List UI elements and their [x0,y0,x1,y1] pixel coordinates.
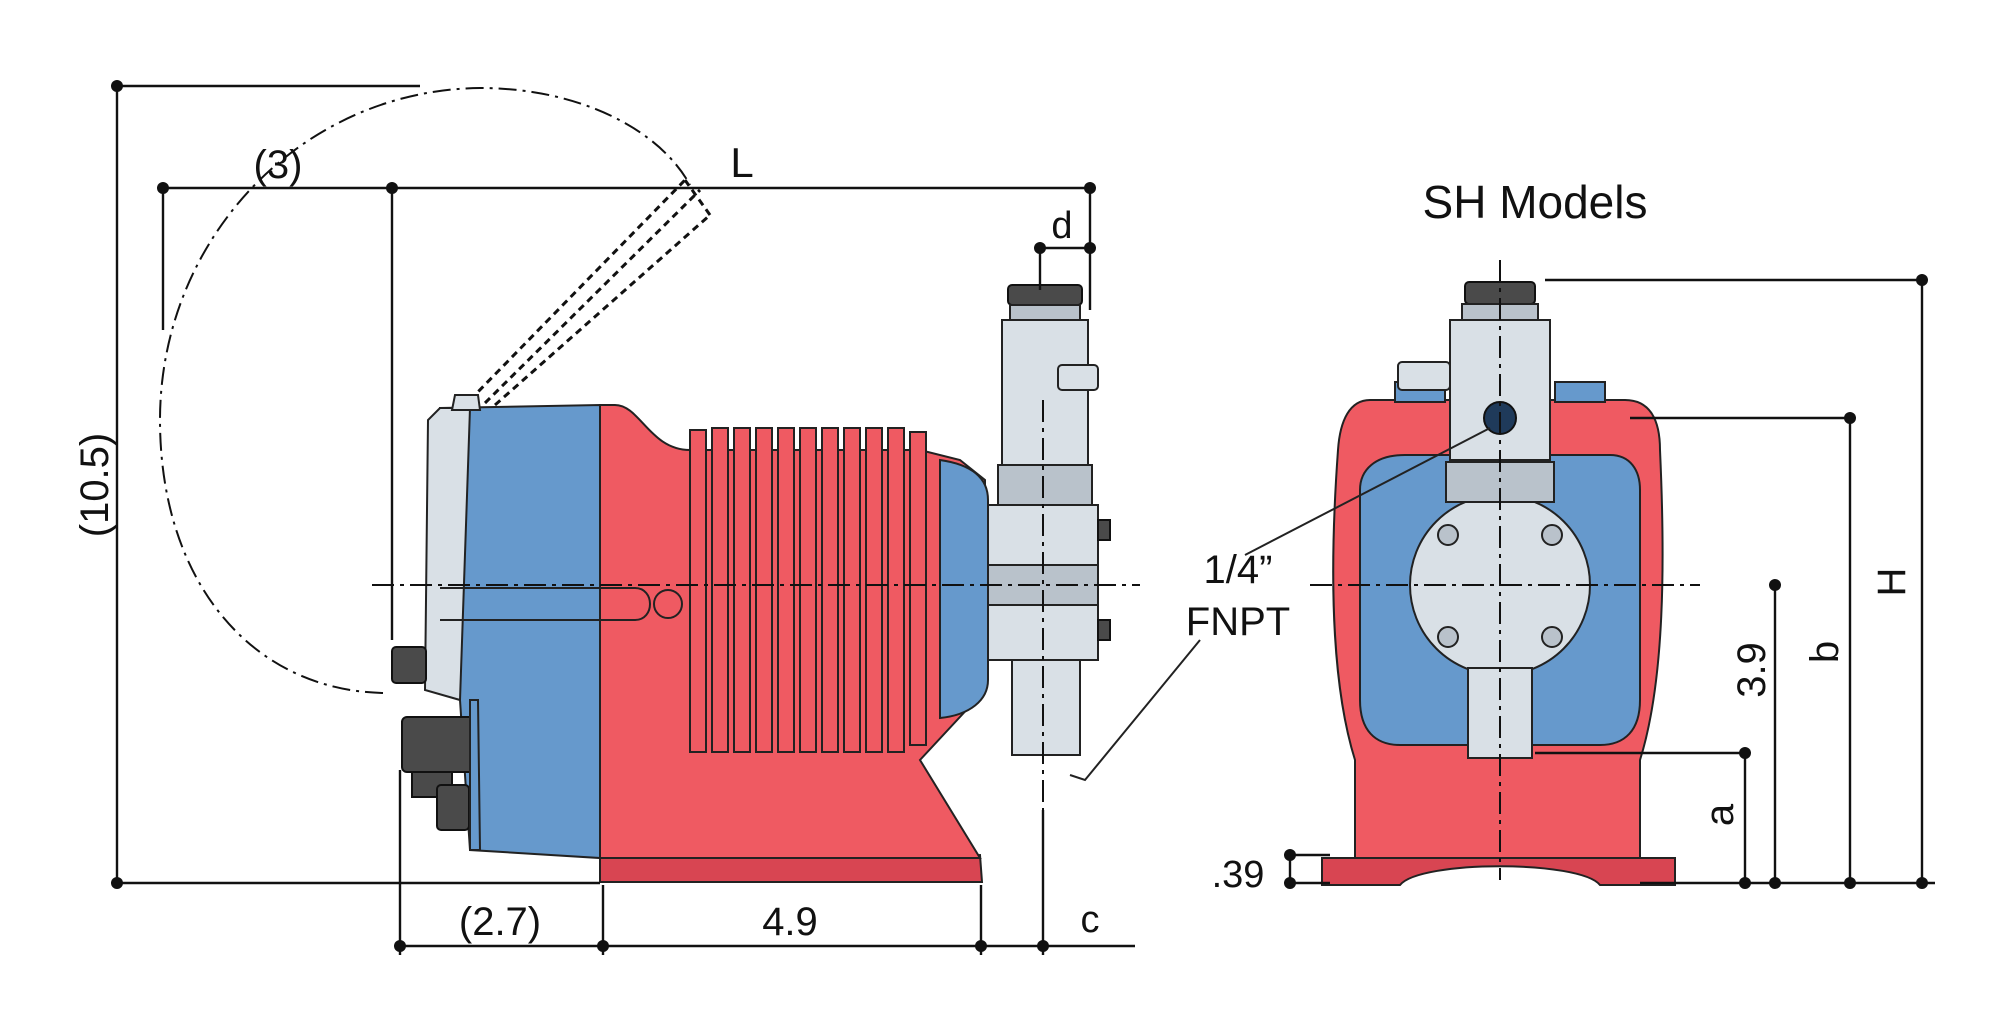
port-type-label: FNPT [1186,600,1290,644]
dim-length: L [730,139,753,186]
dim-centerline-height: 3.9 [1730,642,1774,698]
dim-overall-height: (10.5) [73,433,117,538]
adjust-knob [391,646,427,684]
cover-hinge [450,394,482,411]
discharge-fitting-cap [1007,284,1083,306]
dim-d: d [1051,205,1072,247]
discharge-nut [997,464,1093,506]
dim-base-thickness: .39 [1212,854,1265,896]
cable-connectors [401,699,482,851]
cooling-fins [689,427,927,753]
housing-screw [653,589,683,619]
suction-valve [1011,659,1081,756]
housing-slot [440,587,651,621]
cover-swing-arc [158,86,691,694]
dim-a: a [1698,803,1742,826]
blue-pumphead-flange [939,458,989,720]
bleed-valve [1057,364,1099,391]
front-top-tab-right [1554,381,1606,403]
port-size-label: 1/4” [1204,548,1273,592]
raised-cover-outline [468,178,712,407]
front-base [1321,857,1676,886]
head-bolt-top [1097,519,1111,541]
head-bolt-bottom [1097,619,1111,641]
pump-base [599,853,984,883]
dim-rear: (2.7) [459,900,541,944]
dim-b: b [1803,641,1847,663]
side-view: (10.5) (3) L d (2.7) 4.9 c [73,80,1201,955]
discharge-fitting [1009,304,1081,321]
discharge-valve [1001,319,1089,466]
dim-H: H [1870,568,1914,597]
front-bleed-valve [1397,361,1451,391]
dim-base: 4.9 [762,900,818,944]
dim-cover-swing: (3) [254,143,303,187]
view-title: SH Models [1423,176,1648,228]
head-bolts [1437,524,1563,648]
dim-c: c [1081,899,1100,941]
front-view: SH Models 1/4” FNPT [1186,176,1935,896]
